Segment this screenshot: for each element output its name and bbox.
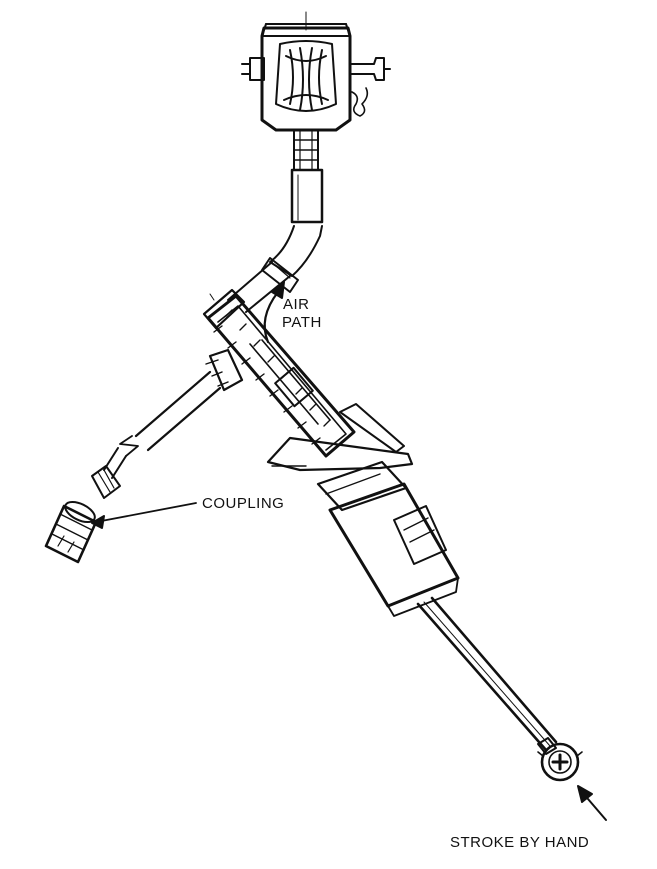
outlet-tube	[91, 348, 244, 499]
coupling-label: COUPLING	[202, 495, 285, 512]
air-label: AIR	[283, 296, 310, 313]
coupling-leader-arrow	[91, 502, 197, 529]
air-path-arrow	[263, 281, 285, 344]
handle-knob[interactable]	[537, 742, 583, 782]
path-label: PATH	[282, 314, 322, 331]
reservoir-housing	[241, 11, 391, 171]
stroke-by-hand-label: STROKE BY HAND	[450, 834, 590, 851]
coupling-fitting	[44, 500, 98, 564]
handle-housing	[316, 460, 460, 617]
plunger-rod	[416, 596, 558, 755]
pump-barrel	[202, 288, 414, 472]
stroke-arrow	[577, 785, 607, 821]
